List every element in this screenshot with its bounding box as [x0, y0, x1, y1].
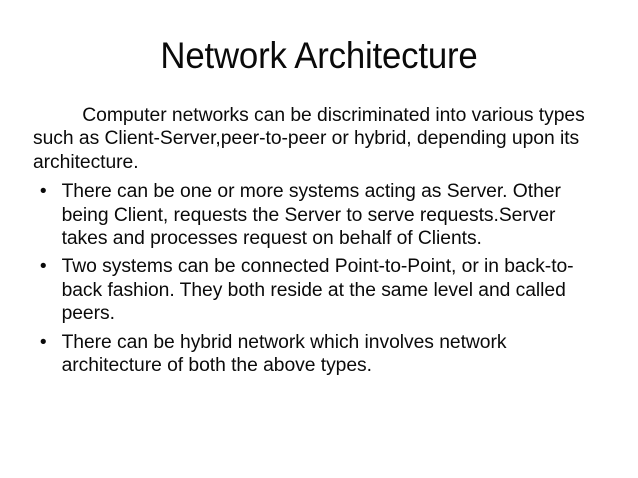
list-item-text: There can be one or more systems acting … — [61, 180, 561, 250]
slide-body: Computer networks can be discriminated i… — [33, 104, 605, 377]
list-item-text: There can be hybrid network which involv… — [61, 330, 507, 377]
bullet-list: • There can be one or more systems actin… — [33, 180, 605, 377]
page-title: Network Architecture — [160, 35, 478, 76]
list-item: • Two systems can be connected Point-to-… — [33, 255, 596, 325]
list-item-text: Two systems can be connected Point-to-Po… — [61, 255, 574, 325]
bullet-dot-icon: • — [39, 180, 47, 203]
intro-paragraph: Computer networks can be discriminated i… — [33, 104, 585, 173]
bullet-dot-icon: • — [39, 255, 47, 278]
list-item: • There can be one or more systems actin… — [33, 180, 596, 250]
bullet-dot-icon: • — [39, 330, 47, 353]
list-item: • There can be hybrid network which invo… — [33, 331, 596, 378]
